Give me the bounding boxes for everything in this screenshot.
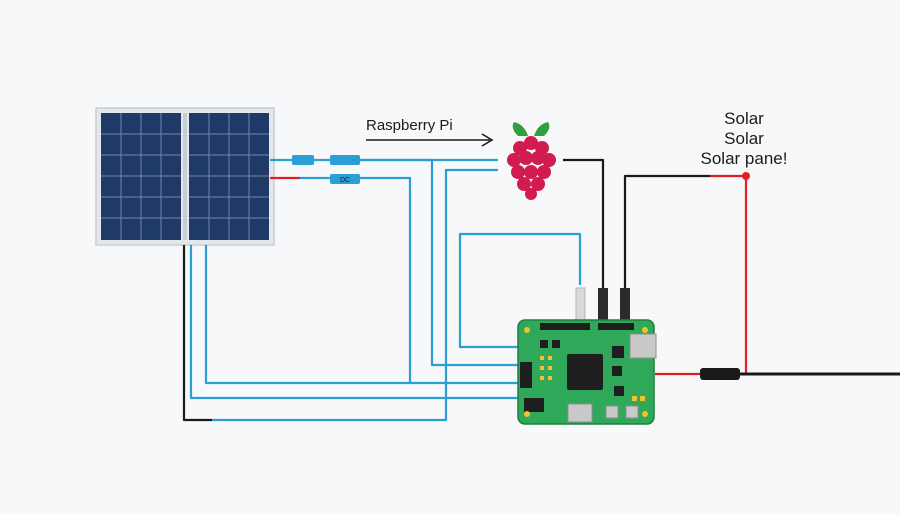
wire-red-down — [735, 176, 748, 376]
solar-label-2: Solar — [724, 129, 764, 148]
connector-label: DC — [340, 177, 350, 184]
raspberry-pi-board — [517, 319, 657, 425]
wire-blue-6 — [189, 245, 520, 400]
arrow-to-pi — [366, 133, 494, 147]
connector-white — [575, 287, 586, 321]
solar-panel — [95, 107, 275, 246]
wire-blue-7 — [458, 232, 582, 349]
connector-blue-2 — [330, 155, 360, 165]
wire-black-pi — [563, 158, 605, 290]
wire-blue-3 — [360, 158, 520, 367]
wire-blue-2 — [300, 176, 520, 385]
connector-blue-3: DC — [330, 174, 360, 184]
wire-blue-4 — [212, 168, 498, 422]
junction-dot — [742, 172, 750, 180]
connector-black-2 — [620, 288, 630, 320]
wire-black-solar — [623, 174, 710, 290]
connector-black-1 — [598, 288, 608, 320]
raspberry-icon — [507, 122, 556, 200]
wire-black-panel — [182, 245, 212, 422]
solar-label-1: Solar — [724, 109, 764, 128]
dc-jack — [700, 368, 740, 380]
raspberry-pi-label: Raspberry Pi — [366, 117, 453, 134]
solar-label-3: Solar pane! — [701, 149, 788, 168]
wire-blue-5 — [204, 245, 410, 385]
connector-blue-1 — [292, 155, 314, 165]
